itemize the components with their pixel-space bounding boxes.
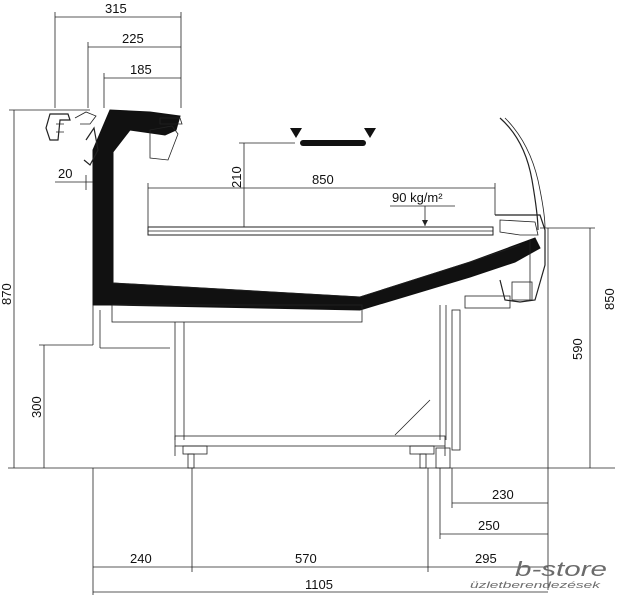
adjustable-feet xyxy=(182,445,451,469)
dim-590: 590 xyxy=(570,338,585,360)
logo-brand: b-store xyxy=(515,559,607,581)
dim-315: 315 xyxy=(105,1,127,16)
front-glass xyxy=(499,117,546,231)
dim-870: 870 xyxy=(0,283,14,305)
dim-20: 20 xyxy=(58,166,72,181)
dimension-lines xyxy=(9,12,595,595)
display-tub xyxy=(92,109,541,311)
logo-tagline: üzletberendezések xyxy=(470,580,601,590)
dim-240: 240 xyxy=(130,551,152,566)
dim-850-height: 850 xyxy=(602,288,617,310)
dim-300: 300 xyxy=(29,396,44,418)
dim-210: 210 xyxy=(229,166,244,188)
product-symbol xyxy=(290,128,376,146)
load-rating: 90 kg/m² xyxy=(392,190,443,205)
dim-295: 295 xyxy=(475,551,497,566)
dim-850-depth: 850 xyxy=(312,172,334,187)
base-frame xyxy=(92,304,461,456)
dim-250: 250 xyxy=(478,518,500,533)
dim-1105: 1105 xyxy=(305,577,333,592)
glass-shelf xyxy=(147,226,494,236)
brand-logo: b-store üzletberendezések xyxy=(470,559,607,590)
dim-230: 230 xyxy=(492,487,514,502)
dim-185: 185 xyxy=(130,62,152,77)
dim-570: 570 xyxy=(295,551,317,566)
rear-frame-fittings xyxy=(45,111,183,166)
front-panel xyxy=(464,214,546,309)
dim-225: 225 xyxy=(122,31,144,46)
